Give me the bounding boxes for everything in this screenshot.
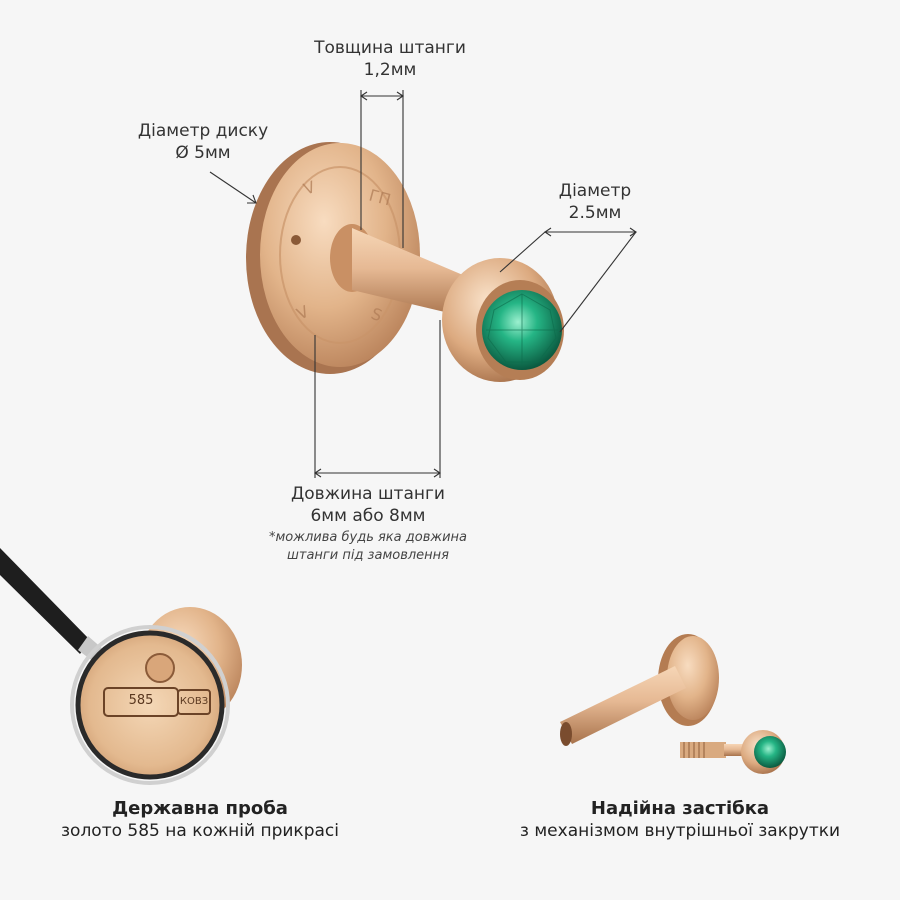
hallmark-maker-text: КОВЗ (179, 696, 209, 707)
rod-length-note-line2: штанги під замовлення (286, 547, 449, 563)
rod (352, 228, 470, 318)
disc-diameter-value: Ø 5мм (175, 143, 231, 164)
top-diameter-value: 2.5мм (568, 203, 622, 224)
closure-stone (754, 736, 786, 768)
dimension-lines (209, 90, 637, 478)
hallmark-magnifier (0, 548, 242, 785)
rod-length-note-line1: *можлива будь яка довжина (269, 530, 467, 545)
rod-length-note: *можлива будь яка довжина штанги під зам… (238, 529, 498, 564)
magnifier-handle (0, 548, 90, 654)
threaded-pin (680, 742, 726, 758)
top-diameter-label: Діаметр 2.5мм (530, 180, 660, 224)
top-diameter-title: Діаметр (558, 181, 632, 201)
feature-hallmark: Державна проба золото 585 на кожній прик… (20, 797, 380, 842)
rod-thickness-value: 1,2мм (363, 60, 417, 81)
closure-parts (560, 634, 786, 774)
magnifier-lens (78, 633, 222, 777)
rod-thickness-title: Товщина штанги (314, 38, 466, 58)
disc-diameter-label: Діаметр диску Ø 5мм (108, 120, 298, 164)
feature-closure-title: Надійна застібка (590, 798, 770, 819)
feature-hallmark-subtitle: золото 585 на кожній прикрасі (61, 821, 339, 842)
rod-length-label: Довжина штанги 6мм або 8мм (248, 483, 488, 527)
hallmark-585-text: 585 (128, 693, 154, 708)
hallmark-stamp-maker (177, 689, 211, 715)
main-labret: V ГП V S (246, 142, 564, 382)
closure-rod (560, 666, 686, 744)
feature-closure: Надійна застібка з механізмом внутрішньо… (480, 797, 880, 842)
rod-length-title: Довжина штанги (291, 484, 445, 504)
rod-length-value: 6мм або 8мм (310, 506, 426, 527)
feature-closure-subtitle: з механізмом внутрішньої закрутки (519, 821, 841, 842)
feature-hallmark-title: Державна проба (112, 798, 288, 819)
rod-thickness-label: Товщина штанги 1,2мм (280, 37, 500, 81)
svg-text:ГП: ГП (367, 186, 393, 210)
disc-diameter-title: Діаметр диску (137, 121, 269, 141)
